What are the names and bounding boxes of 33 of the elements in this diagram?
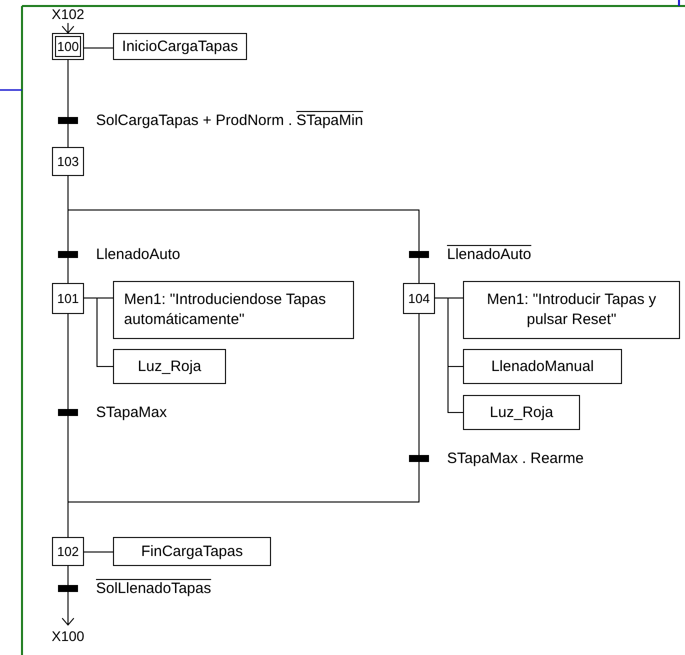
connector-line (84, 298, 114, 367)
transition-condition: SolCargaTapas + ProdNorm . (96, 112, 292, 128)
step-reference: X100 (44, 626, 92, 646)
transition-bar (409, 455, 429, 462)
transition-condition: LlenadoAuto (447, 246, 532, 262)
step-box: 103 (52, 147, 84, 176)
step-reference: X102 (44, 5, 92, 23)
transition-bar (58, 251, 78, 258)
step-box: 102 (52, 537, 84, 566)
arrow (62, 592, 74, 626)
arrow (62, 22, 74, 34)
connector-line (434, 298, 464, 413)
transition-bar (58, 585, 78, 592)
transition-condition: SolLlenadoTapas (96, 580, 212, 596)
action-box: Men1: "Introduciendose Tapas automáticamente" (113, 281, 354, 339)
transition-condition: STapaMin (296, 112, 364, 128)
transition-condition: STapaMax (96, 404, 167, 420)
initial-step-box: 100 (52, 33, 84, 60)
connector-line (418, 258, 420, 284)
action-box: LlenadoManual (463, 349, 622, 384)
transition-condition: LlenadoAuto (96, 246, 180, 262)
transition-bar (58, 117, 78, 124)
action-box: Men1: "Introducir Tapas y pulsar Reset" (463, 281, 680, 339)
transition-bar (409, 251, 429, 258)
action-box: InicioCargaTapas (113, 33, 247, 60)
connector-line (418, 314, 420, 456)
step-box: 101 (52, 283, 84, 314)
action-box: FinCargaTapas (113, 537, 271, 566)
transition-condition: STapaMax . Rearme (447, 450, 584, 466)
step-box: 104 (403, 283, 435, 314)
action-box: Luz_Roja (463, 395, 580, 430)
action-box: Luz_Roja (113, 349, 226, 384)
transition-bar (58, 409, 78, 416)
